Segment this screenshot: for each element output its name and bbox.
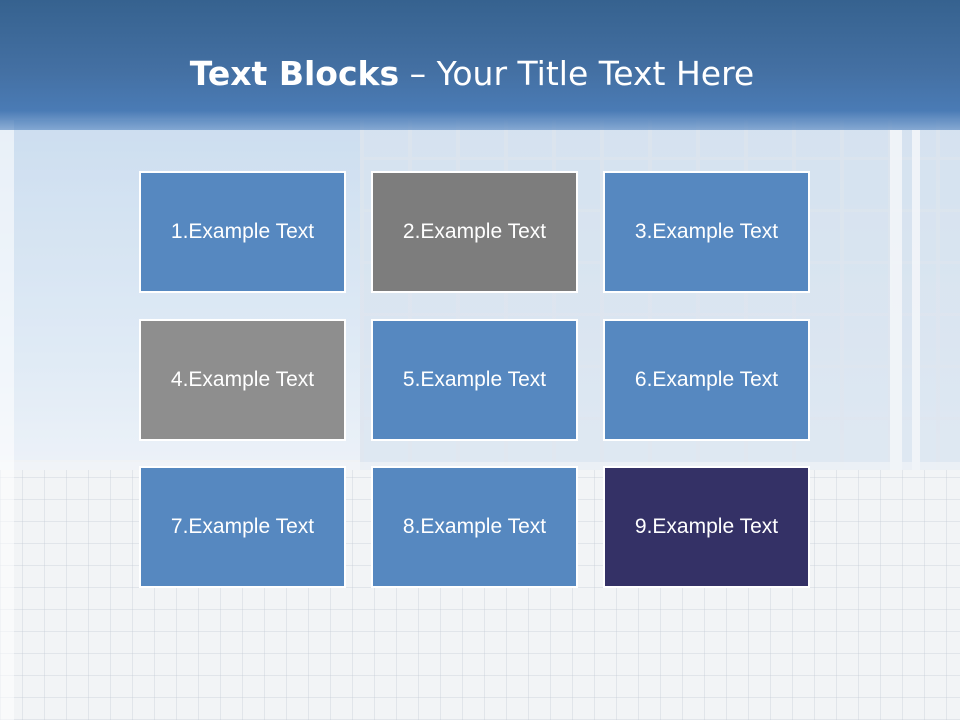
title-rest-text: – Your Title Text Here <box>399 54 755 93</box>
text-block-label: 7.Example Text <box>170 515 315 538</box>
text-block-8[interactable]: 8.Example Text <box>371 466 578 588</box>
text-block-label: 8.Example Text <box>402 515 547 538</box>
text-block-4[interactable]: 4.Example Text <box>139 319 346 441</box>
title-bold-text: Text Blocks <box>189 54 400 93</box>
text-block-1[interactable]: 1.Example Text <box>139 171 346 293</box>
text-block-label: 1.Example Text <box>170 220 315 243</box>
text-block-label: 2.Example Text <box>402 220 547 243</box>
text-block-label: 3.Example Text <box>634 220 779 243</box>
title-bar <box>0 0 960 130</box>
slide-title: Text Blocks – Your Title Text Here <box>0 52 944 96</box>
text-block-label: 6.Example Text <box>634 368 779 391</box>
text-block-label: 9.Example Text <box>634 515 779 538</box>
text-block-5[interactable]: 5.Example Text <box>371 319 578 441</box>
text-block-label: 4.Example Text <box>170 368 315 391</box>
text-block-2[interactable]: 2.Example Text <box>371 171 578 293</box>
left-edge-highlight <box>0 120 14 720</box>
text-block-9[interactable]: 9.Example Text <box>603 466 810 588</box>
text-block-6[interactable]: 6.Example Text <box>603 319 810 441</box>
building-column <box>912 130 920 720</box>
text-block-3[interactable]: 3.Example Text <box>603 171 810 293</box>
text-block-label: 5.Example Text <box>402 368 547 391</box>
text-block-7[interactable]: 7.Example Text <box>139 466 346 588</box>
